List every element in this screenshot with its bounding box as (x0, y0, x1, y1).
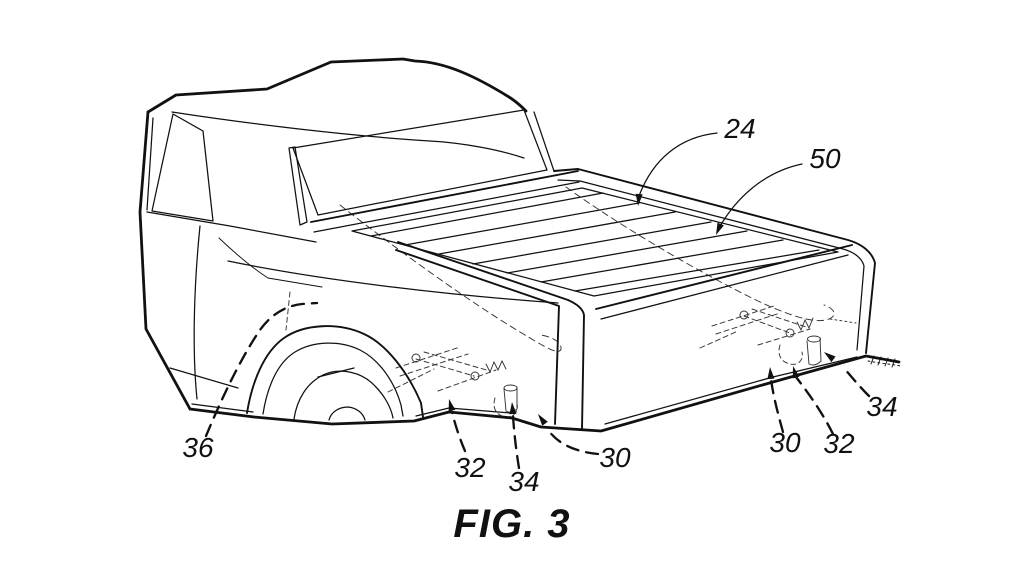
hidden-mechanisms (285, 186, 857, 418)
hidden-cover-loop-left (339, 204, 562, 352)
reference-numerals: 24 50 36 32 34 30 30 32 34 (182, 113, 897, 497)
ref-label-32-right: 32 (823, 428, 855, 459)
leader-30-right (769, 377, 785, 434)
cab-roof-outline (146, 57, 528, 114)
ref-label-30-right: 30 (769, 427, 801, 458)
leader-24 (638, 132, 718, 197)
pivot-left-2 (470, 371, 480, 381)
tailgate-top-outer (595, 244, 853, 310)
ref-label-32-left: 32 (454, 452, 486, 483)
j-hook-left (493, 397, 518, 418)
cylinder-top-right (807, 335, 821, 343)
beltline-companion (218, 237, 323, 288)
fender-arch-inner (262, 342, 404, 417)
cover-slats (370, 192, 820, 292)
ref-label-50: 50 (809, 143, 841, 174)
cylinder-body-right (806, 337, 822, 366)
leader-32-left (450, 410, 467, 453)
far-rail-outer (310, 170, 579, 223)
rack-teeth-right (796, 317, 814, 332)
leader-34-left (511, 414, 521, 470)
figure-caption: FIG. 3 (453, 502, 570, 546)
ref-label-34-left: 34 (508, 466, 539, 497)
rear-wheel (246, 325, 424, 421)
front-window (151, 113, 214, 222)
leader-30-center (546, 428, 600, 456)
pivot-right-1 (739, 310, 749, 320)
ref-label-34-right: 34 (866, 391, 897, 422)
bumper-serration (867, 360, 902, 367)
arrowhead-34-left (509, 402, 517, 415)
ref-label-24: 24 (723, 113, 755, 144)
cab-front-edge (138, 110, 192, 411)
far-rail-inner (313, 181, 580, 233)
leader-32-right (794, 375, 835, 436)
hidden-cover-loop-right (565, 186, 835, 322)
right-rail-outer (553, 168, 876, 354)
arrowhead-30-right (767, 367, 775, 380)
arrowhead-32-right (792, 366, 800, 379)
ref-label-30-center: 30 (599, 442, 631, 473)
linkage-arms-right (699, 305, 811, 349)
wheel-hub (328, 406, 366, 421)
near-rail-inner (397, 241, 585, 430)
hidden-line-front (285, 291, 291, 331)
tire-outline (293, 370, 394, 420)
c-pillar-line (533, 111, 555, 172)
leader-50 (718, 163, 803, 229)
leader-lines (204, 132, 871, 470)
tonneau-cover (351, 187, 839, 297)
arrowhead-34-right (824, 352, 836, 363)
ref-label-36: 36 (182, 432, 214, 463)
rocker-double-1 (191, 403, 254, 413)
j-hook-right (778, 344, 803, 365)
bed-sill-inner (604, 356, 858, 425)
bumper-ticks (870, 355, 896, 368)
wheelwell-chord (317, 367, 355, 378)
rack-teeth-left (485, 359, 507, 374)
roof-drip-line (171, 111, 525, 159)
fender-crease (169, 367, 239, 389)
hidden-mechanism-right (699, 305, 857, 366)
door-seam-curve (193, 225, 201, 400)
hidden-mechanism-left (387, 346, 518, 418)
arrowhead-32-left (448, 399, 456, 412)
cover-inner-border (351, 187, 839, 297)
arrowhead-50 (716, 222, 724, 235)
rear-window-headboard (292, 109, 548, 216)
pivot-left-1 (411, 353, 421, 363)
leader-34-right (841, 365, 871, 398)
cylinder-top-left (503, 384, 518, 392)
cab-front-inner-edge (146, 117, 154, 211)
beltline (146, 211, 317, 243)
truck-cab (138, 57, 559, 411)
dot-row-right (829, 318, 857, 324)
arrowhead-30-center (538, 414, 548, 426)
leader-36 (204, 301, 319, 438)
right-rail-inner (557, 179, 865, 351)
near-rail-outer (395, 249, 560, 425)
tailgate-top-inner (600, 254, 849, 320)
lower-body (188, 354, 902, 433)
pivot-right-2 (785, 328, 795, 338)
door-crease-line (227, 260, 559, 304)
arrowhead-24 (635, 193, 643, 206)
b-pillar (288, 146, 308, 226)
linkage-arms-left (387, 346, 497, 393)
